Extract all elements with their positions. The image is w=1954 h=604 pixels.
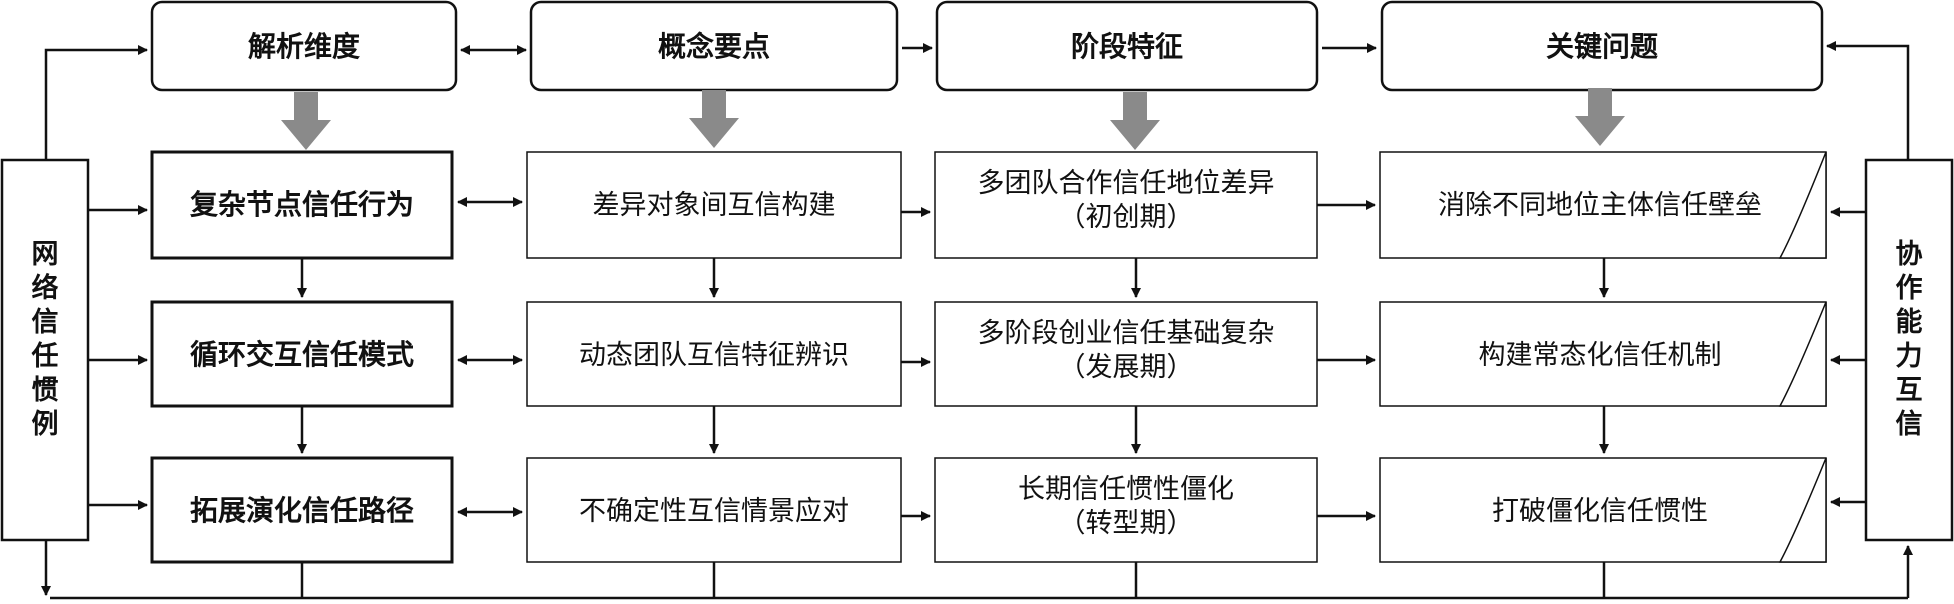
grey-arrow-2	[689, 90, 739, 148]
header-issue-label: 关键问题	[1546, 30, 1658, 63]
stage-period-1: （初创期）	[1059, 202, 1194, 233]
issue-label-1: 消除不同地位主体信任壁垒	[1438, 190, 1762, 221]
stage-label-1: 多团队合作信任地位差异	[978, 168, 1275, 199]
left-side-label: 网络信任惯例	[31, 239, 59, 440]
right-side-label: 协作能力互信	[1896, 239, 1923, 440]
row-2: 循环交互信任模式 动态团队互信特征辨识 多阶段创业信任基础复杂 （发展期） 构建…	[150, 300, 1827, 408]
issue-label-2: 构建常态化信任机制	[1479, 340, 1722, 371]
issue-box-1: 消除不同地位主体信任壁垒	[1379, 151, 1827, 259]
header-box-issue: 关键问题	[1380, 0, 1824, 92]
header-down-arrows	[281, 88, 1625, 150]
header-concept-label: 概念要点	[658, 30, 770, 63]
stage-label-3: 长期信任惯性僵化	[1018, 474, 1234, 505]
left-side-box: 网络信任惯例	[0, 158, 90, 542]
header-stage-label: 阶段特征	[1071, 30, 1183, 63]
dimension-box-1: 复杂节点信任行为	[150, 150, 454, 260]
row-3: 拓展演化信任路径 不确定性互信情景应对 长期信任惯性僵化 （转型期） 打破僵化信…	[150, 456, 1827, 564]
issue-box-2: 构建常态化信任机制	[1379, 301, 1827, 407]
header-box-concept: 概念要点	[529, 0, 899, 92]
right-side-box: 协作能力互信	[1864, 158, 1954, 542]
page-curl-icon	[1778, 301, 1827, 407]
grey-arrow-3	[1110, 92, 1160, 150]
dimension-box-3: 拓展演化信任路径	[150, 456, 454, 564]
stage-box-1: 多团队合作信任地位差异 （初创期）	[934, 151, 1318, 259]
stage-box-3: 长期信任惯性僵化 （转型期）	[934, 457, 1318, 563]
grey-arrow-4	[1575, 88, 1625, 146]
page-curl-icon	[1778, 151, 1827, 259]
stage-label-2: 多阶段创业信任基础复杂	[978, 318, 1275, 349]
page-curl-icon	[1778, 457, 1827, 563]
dimension-label-1: 复杂节点信任行为	[190, 188, 414, 221]
dimension-label-2: 循环交互信任模式	[190, 338, 414, 371]
issue-label-3: 打破僵化信任惯性	[1492, 496, 1708, 527]
stage-box-2: 多阶段创业信任基础复杂 （发展期）	[934, 301, 1318, 407]
dimension-label-3: 拓展演化信任路径	[190, 494, 414, 527]
dimension-box-2: 循环交互信任模式	[150, 300, 454, 408]
concept-label-2: 动态团队互信特征辨识	[579, 340, 849, 371]
concept-box-1: 差异对象间互信构建	[526, 151, 902, 259]
grey-arrow-1	[281, 92, 331, 150]
concept-box-3: 不确定性互信情景应对	[526, 457, 902, 563]
stage-period-2: （发展期）	[1059, 352, 1194, 383]
row-1: 复杂节点信任行为 差异对象间互信构建 多团队合作信任地位差异 （初创期） 消除不…	[150, 150, 1827, 260]
concept-label-1: 差异对象间互信构建	[593, 190, 836, 221]
header-box-dimension: 解析维度	[150, 0, 458, 92]
concept-label-3: 不确定性互信情景应对	[579, 496, 849, 527]
feedback-loops	[41, 41, 1913, 600]
column-connectors	[297, 258, 1609, 454]
issue-box-3: 打破僵化信任惯性	[1379, 457, 1827, 563]
header-dimension-label: 解析维度	[248, 30, 360, 63]
header-box-stage: 阶段特征	[935, 0, 1319, 92]
stage-period-3: （转型期）	[1059, 508, 1194, 539]
concept-box-2: 动态团队互信特征辨识	[526, 301, 902, 407]
row-connectors	[88, 197, 1866, 521]
